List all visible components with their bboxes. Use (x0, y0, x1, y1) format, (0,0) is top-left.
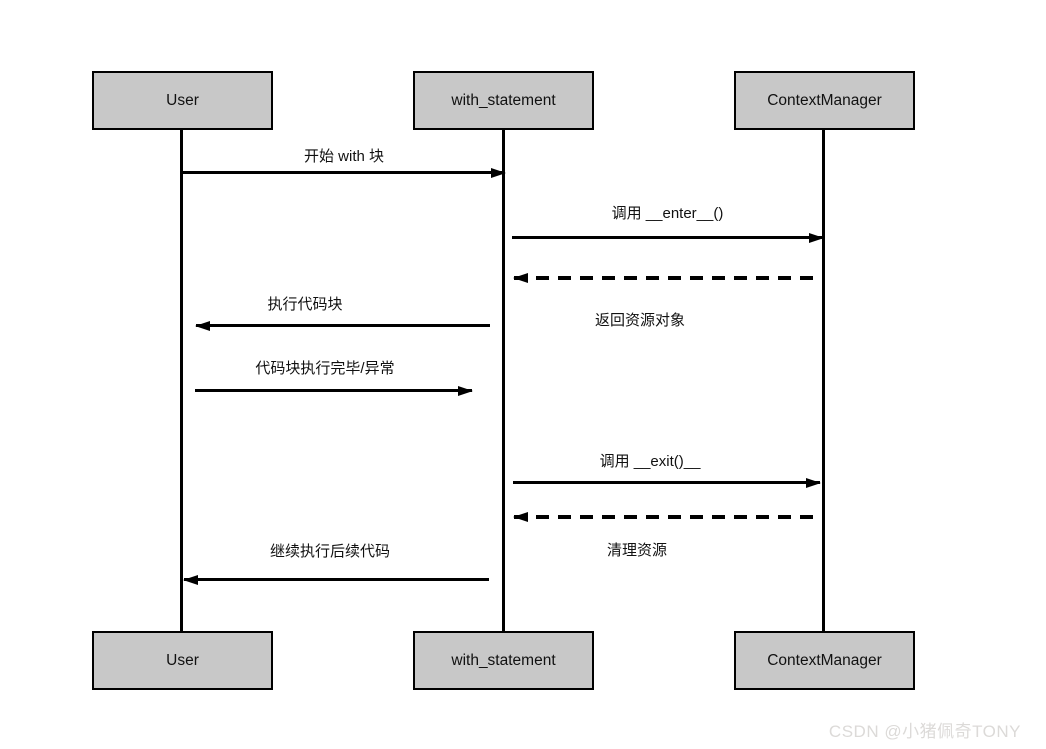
msg-execute-code-block-label: 执行代码块 (267, 296, 343, 313)
lifeline-user (180, 129, 183, 632)
msg-begin-with-block-arrow (183, 167, 506, 178)
msg-return-resource-arrow (513, 273, 818, 283)
msg-continue-code-label: 继续执行后续代码 (269, 543, 390, 560)
actor-label-user: User (166, 91, 199, 109)
arrowhead-left-icon (513, 512, 528, 522)
watermark: CSDN @小猪佩奇TONY (828, 722, 1021, 741)
arrowhead-left-icon (183, 574, 198, 585)
actor-label-with-statement: with_statement (451, 651, 556, 669)
arrowhead-right-icon (806, 477, 821, 488)
arrowhead-right-icon (809, 232, 824, 243)
msg-call-enter-arrow (512, 232, 824, 243)
msg-code-block-done-label: 代码块执行完毕/异常 (255, 360, 395, 377)
actor-box-context-manager-top: ContextManager (734, 71, 915, 130)
msg-call-exit-label: 调用 __exit()__ (599, 453, 701, 470)
actor-label-context-manager: ContextManager (767, 91, 882, 109)
msg-execute-code-block-arrow (195, 320, 490, 331)
actor-label-user: User (166, 651, 199, 669)
arrowhead-left-icon (195, 320, 210, 331)
arrowhead-right-icon (491, 167, 506, 178)
actor-box-context-manager-bottom: ContextManager (734, 631, 915, 690)
actor-label-context-manager: ContextManager (767, 651, 882, 669)
lifeline-context-manager (822, 129, 825, 632)
actor-label-with-statement: with_statement (451, 91, 556, 109)
arrowhead-left-icon (513, 273, 528, 283)
msg-call-exit-arrow (513, 477, 821, 488)
msg-cleanup-resource-arrow (513, 512, 820, 522)
actor-box-with-statement-top: with_statement (413, 71, 594, 130)
actor-box-user-bottom: User (92, 631, 273, 690)
msg-cleanup-resource-label: 清理资源 (606, 542, 667, 559)
actor-box-with-statement-bottom: with_statement (413, 631, 594, 690)
arrowhead-right-icon (458, 385, 473, 396)
msg-continue-code-arrow (183, 574, 489, 585)
lifeline-with-statement (502, 129, 505, 632)
msg-code-block-done-arrow (195, 385, 473, 396)
actor-box-user-top: User (92, 71, 273, 130)
msg-begin-with-block-label: 开始 with 块 (303, 148, 384, 165)
msg-return-resource-label: 返回资源对象 (594, 312, 685, 329)
msg-call-enter-label: 调用 __enter__() (611, 205, 724, 222)
